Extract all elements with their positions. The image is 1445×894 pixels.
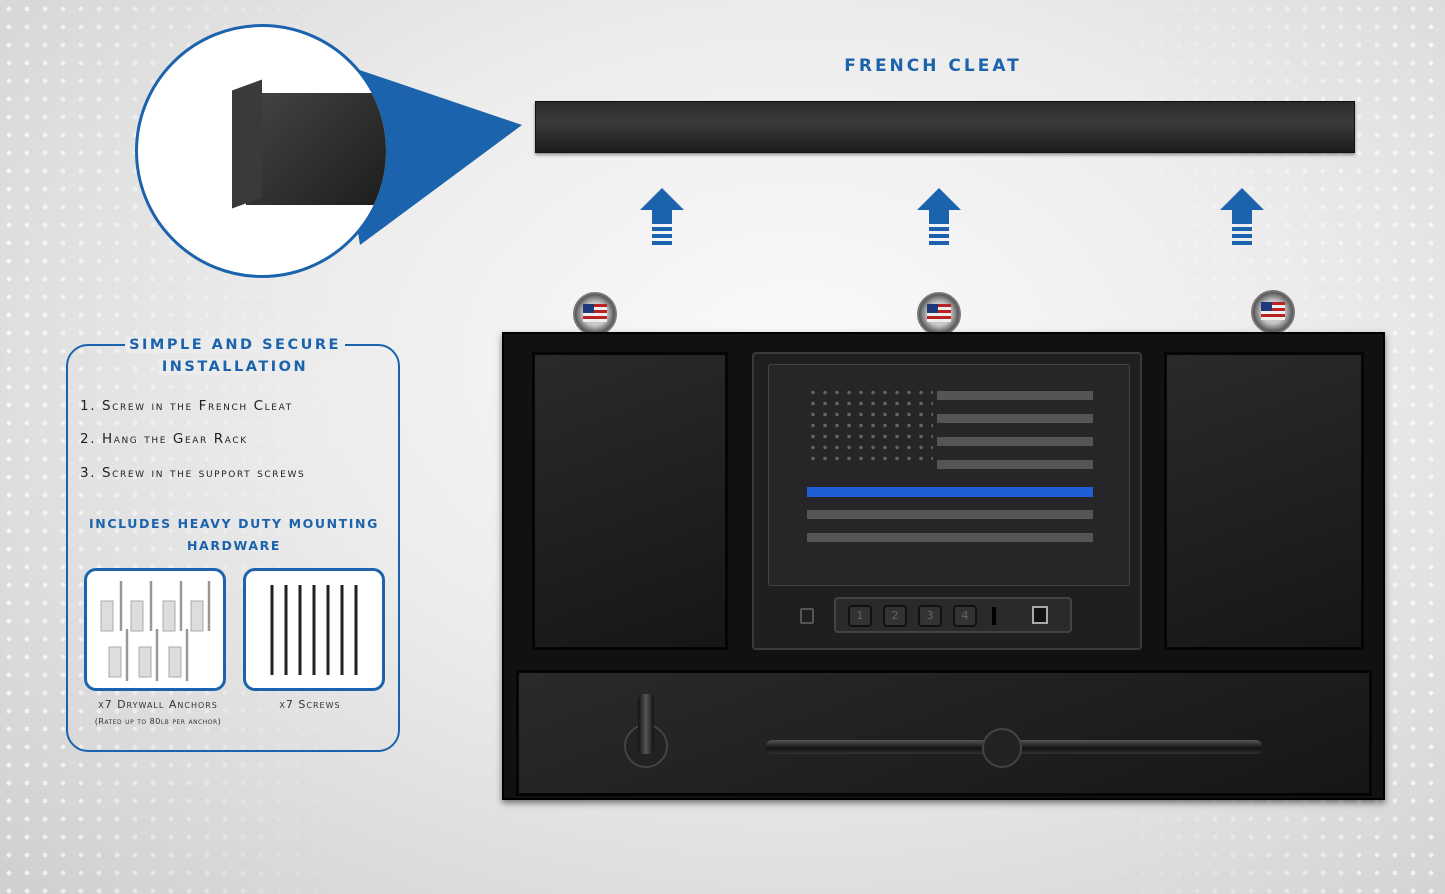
key-lock-icon xyxy=(800,608,814,624)
french-cleat-image xyxy=(535,101,1355,153)
keypad-key-4[interactable]: 4 xyxy=(953,605,977,627)
step-3: 3. Screw in the support screws xyxy=(80,465,306,481)
right-compartment xyxy=(1164,352,1364,650)
fingerprint-scanner-icon[interactable] xyxy=(1032,606,1048,624)
challenge-coin xyxy=(573,292,617,336)
up-arrow-icon xyxy=(640,188,684,252)
screws-caption: x7 Screws xyxy=(279,698,341,711)
safe-keypad: 1 2 3 4 xyxy=(834,597,1072,633)
pipe-hook xyxy=(638,694,654,754)
flag-stars xyxy=(807,387,933,467)
gear-rack-image: 1 2 3 4 xyxy=(502,332,1385,800)
cleat-end-image xyxy=(246,93,386,205)
cleat-closeup-circle xyxy=(135,24,389,278)
drywall-anchors-image xyxy=(84,568,226,691)
screws-icon xyxy=(270,585,358,675)
french-cleat-title: FRENCH CLEAT xyxy=(844,56,1022,76)
bottom-shelf xyxy=(516,670,1372,796)
step-1: 1. Screw in the French Cleat xyxy=(80,398,293,414)
up-arrow-icon xyxy=(917,188,961,252)
anchors-rating-note: (Rated up to 80lb per anchor) xyxy=(94,717,222,726)
keypad-key-3[interactable]: 3 xyxy=(918,605,942,627)
quick-access-safe: 1 2 3 4 xyxy=(752,352,1142,650)
keypad-key-2[interactable]: 2 xyxy=(883,605,907,627)
anchors-caption: x7 Drywall Anchors xyxy=(98,698,218,711)
anchors-icon xyxy=(100,581,211,681)
thin-blue-line xyxy=(807,487,1093,497)
pipe-bar-flange xyxy=(982,728,1022,768)
left-compartment xyxy=(532,352,728,650)
step-2: 2. Hang the Gear Rack xyxy=(80,431,248,447)
screws-image xyxy=(243,568,385,691)
safe-lid-flag xyxy=(768,364,1130,586)
keypad-key-1[interactable]: 1 xyxy=(848,605,872,627)
up-arrow-icon xyxy=(1220,188,1264,252)
challenge-coin xyxy=(1251,290,1295,334)
challenge-coin xyxy=(917,292,961,336)
